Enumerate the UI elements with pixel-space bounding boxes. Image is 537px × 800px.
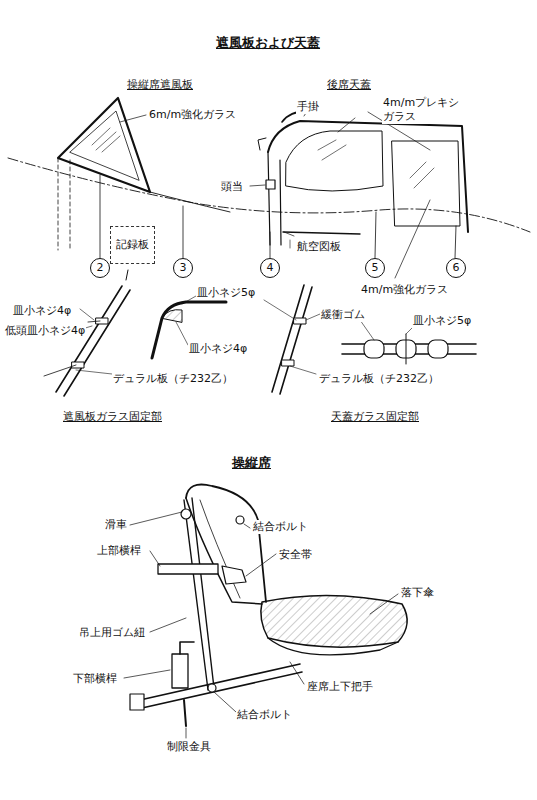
callout-circle: 3 <box>173 258 193 278</box>
detail-title: 天蓋ガラス固定部 <box>330 410 420 424</box>
part-label: 皿小ネジ4φ <box>12 304 72 318</box>
part-label: 座席上下把手 <box>306 680 374 694</box>
part-label: 吊上用ゴム紐 <box>78 626 146 640</box>
callout-circle: 6 <box>446 258 466 278</box>
part-label: 緩衝ゴム <box>320 308 366 322</box>
part-label: 4m/m強化ガラス <box>360 283 449 297</box>
detail-title: 遮風板ガラス固定部 <box>62 410 163 424</box>
part-label: デュラル板（チ232乙） <box>112 372 234 386</box>
part-label: 下部横桿 <box>72 672 118 686</box>
part-label: 4m/mプレキシガラス <box>382 96 462 124</box>
part-label: 上部横桿 <box>96 544 142 558</box>
callout-circle: 5 <box>365 258 385 278</box>
box-label: 記録板 <box>116 238 149 251</box>
callout-number: 6 <box>453 261 460 274</box>
view-title: 操縦席遮風板 <box>126 78 194 92</box>
part-label: 滑車 <box>104 518 128 532</box>
section-title: 操縦席 <box>230 454 273 472</box>
dashed-box: 記録板 <box>110 226 155 264</box>
part-label: 頭当 <box>220 180 244 194</box>
callout-number: 5 <box>372 261 379 274</box>
part-label: デュラル板（チ232乙） <box>318 372 440 386</box>
part-label: 安全帯 <box>278 548 313 562</box>
view-title: 後席天蓋 <box>326 78 372 92</box>
part-label: 手掛 <box>296 100 320 114</box>
part-label: 結合ボルト <box>236 708 293 722</box>
part-label: 低頭皿小ネジ4φ <box>4 324 86 338</box>
part-label: 落下傘 <box>400 586 435 600</box>
callout-circle: 4 <box>260 258 280 278</box>
part-label: 皿小ネジ5φ <box>412 314 472 328</box>
part-label: 結合ボルト <box>252 520 309 534</box>
callout-number: 3 <box>180 261 187 274</box>
callout-number: 4 <box>267 261 274 274</box>
part-label: 6m/m強化ガラス <box>148 108 237 122</box>
part-label: 皿小ネジ4φ <box>188 342 248 356</box>
part-label: 皿小ネジ5φ <box>196 286 256 300</box>
callout-circle: 2 <box>90 258 110 278</box>
callout-number: 2 <box>97 261 104 274</box>
section-title: 遮風板および天蓋 <box>214 34 322 52</box>
part-label: 航空図板 <box>296 240 342 254</box>
part-label: 制限金具 <box>166 740 212 754</box>
